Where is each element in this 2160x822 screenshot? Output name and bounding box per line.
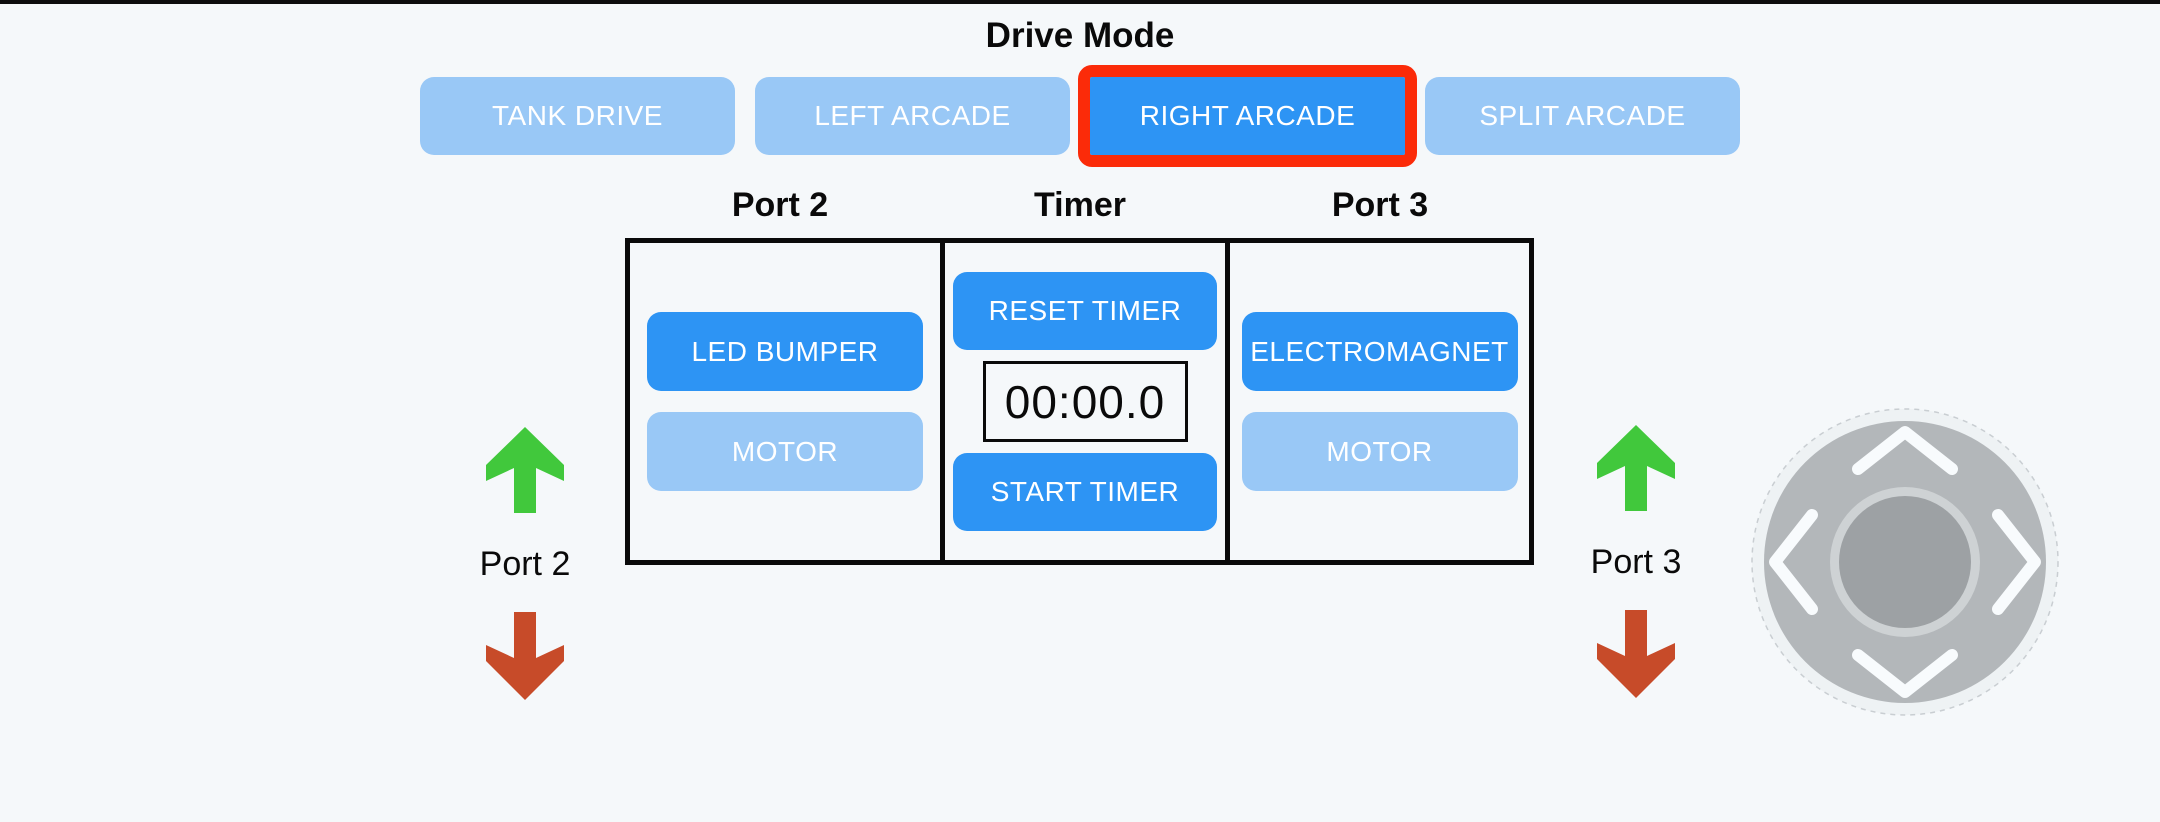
joystick-pad-icon: [1751, 408, 2059, 716]
led-bumper-button[interactable]: LED BUMPER: [647, 312, 923, 391]
down-arrow-icon: [486, 612, 564, 700]
port3-column-header: Port 3: [1331, 186, 1429, 224]
start-timer-button[interactable]: START TIMER: [953, 453, 1217, 531]
split-arcade-button[interactable]: SPLIT ARCADE: [1425, 77, 1740, 155]
port2-up-arrow-button[interactable]: [486, 427, 564, 513]
port3-label: Port 3: [1590, 543, 1682, 581]
left-arcade-button[interactable]: LEFT ARCADE: [755, 77, 1070, 155]
port2-direction-control: Port 2: [440, 427, 610, 700]
right-arcade-button[interactable]: RIGHT ARCADE: [1078, 65, 1417, 167]
joystick-control[interactable]: [1745, 402, 2065, 722]
port2-column-header: Port 2: [731, 186, 829, 224]
port3-up-arrow-button[interactable]: [1597, 425, 1675, 511]
joystick-knob: [1839, 496, 1971, 628]
up-arrow-icon: [486, 427, 564, 513]
joystick-down-chevron-icon: [1852, 649, 1958, 698]
page-title: Drive Mode: [985, 16, 1175, 55]
port2-column: LED BUMPER MOTOR: [630, 243, 940, 560]
port3-motor-button[interactable]: MOTOR: [1241, 412, 1518, 491]
tank-drive-button[interactable]: TANK DRIVE: [420, 77, 735, 155]
port3-direction-control: Port 3: [1551, 425, 1721, 698]
port2-motor-button[interactable]: MOTOR: [647, 412, 923, 491]
timer-display: 00:00.0: [982, 361, 1188, 442]
port3-down-arrow-button[interactable]: [1597, 610, 1675, 698]
device-panel: LED BUMPER MOTOR RESET TIMER 00:00.0 STA…: [625, 238, 1534, 565]
top-divider: [0, 0, 2160, 4]
timer-column-header: Timer: [1034, 186, 1126, 224]
reset-timer-button[interactable]: RESET TIMER: [953, 272, 1217, 350]
down-arrow-icon: [1597, 610, 1675, 698]
joystick-right-chevron-icon: [1992, 509, 2041, 615]
up-arrow-icon: [1597, 425, 1675, 511]
timer-column: RESET TIMER 00:00.0 START TIMER: [940, 243, 1230, 560]
joystick-up-chevron-icon: [1852, 426, 1958, 475]
drive-mode-button-row: TANK DRIVE LEFT ARCADE RIGHT ARCADE SPLI…: [420, 65, 1740, 167]
joystick-left-chevron-icon: [1769, 509, 1818, 615]
electromagnet-button[interactable]: ELECTROMAGNET: [1241, 312, 1518, 391]
port2-down-arrow-button[interactable]: [486, 612, 564, 700]
port3-column: ELECTROMAGNET MOTOR: [1230, 243, 1529, 560]
port2-label: Port 2: [479, 545, 571, 583]
